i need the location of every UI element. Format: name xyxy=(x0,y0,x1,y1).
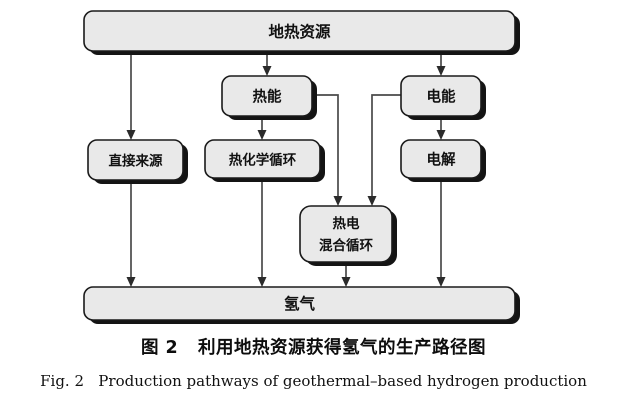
arrow-head-icon xyxy=(367,196,377,206)
arrow-head-icon xyxy=(262,66,272,76)
node-label-thermochemical-cycle: 热化学循环 xyxy=(229,152,297,169)
node-label-direct-source: 直接来源 xyxy=(109,153,163,170)
edge-electric-to-hybrid xyxy=(371,94,401,199)
arrow-head-icon xyxy=(257,130,267,140)
arrow-head-icon xyxy=(333,196,343,206)
node-label-electric: 电能 xyxy=(427,88,456,106)
node-thermochemical-cycle[interactable]: 热化学循环 xyxy=(204,139,325,182)
node-label-thermal: 热能 xyxy=(253,88,282,106)
node-surface xyxy=(221,75,313,117)
flowchart-svg: 地热资源 热能 电能 直接来源 xyxy=(83,10,520,324)
edge-thermal-to-hybrid xyxy=(312,94,339,199)
figure-caption-chinese: 图 2 利用地热资源获得氢气的生产路径图 xyxy=(140,338,487,358)
arrow-head-icon xyxy=(126,277,136,287)
arrow-head-icon xyxy=(126,130,136,140)
node-label-hybrid-cycle-line2: 混合循环 xyxy=(319,237,373,254)
arrow-head-icon xyxy=(436,277,446,287)
node-direct-source[interactable]: 直接来源 xyxy=(87,139,188,184)
node-surface xyxy=(400,75,482,117)
figure-caption-english: Fig. 2 Production pathways of geothermal… xyxy=(40,372,587,390)
node-electric[interactable]: 电能 xyxy=(400,75,486,120)
edges-layer xyxy=(126,51,446,287)
nodes-layer: 地热资源 热能 电能 直接来源 xyxy=(83,10,520,324)
node-label-geothermal: 地热资源 xyxy=(268,22,331,41)
node-label-hybrid-cycle-line1: 热电 xyxy=(333,215,360,232)
node-thermal[interactable]: 热能 xyxy=(221,75,317,120)
node-label-electrolysis: 电解 xyxy=(427,151,456,169)
arrow-head-icon xyxy=(257,277,267,287)
node-surface xyxy=(83,286,516,321)
node-surface xyxy=(400,139,482,179)
node-geothermal[interactable]: 地热资源 xyxy=(83,10,520,55)
node-hydrogen[interactable]: 氢气 xyxy=(83,286,520,324)
node-surface xyxy=(87,139,184,181)
arrow-head-icon xyxy=(341,277,351,287)
node-hybrid-cycle[interactable]: 热电 混合循环 xyxy=(299,205,397,266)
node-label-hydrogen: 氢气 xyxy=(284,294,316,313)
node-electrolysis[interactable]: 电解 xyxy=(400,139,486,182)
node-surface xyxy=(83,10,516,52)
arrow-head-icon xyxy=(436,130,446,140)
node-surface xyxy=(299,205,393,263)
arrow-head-icon xyxy=(436,66,446,76)
node-surface xyxy=(204,139,321,179)
